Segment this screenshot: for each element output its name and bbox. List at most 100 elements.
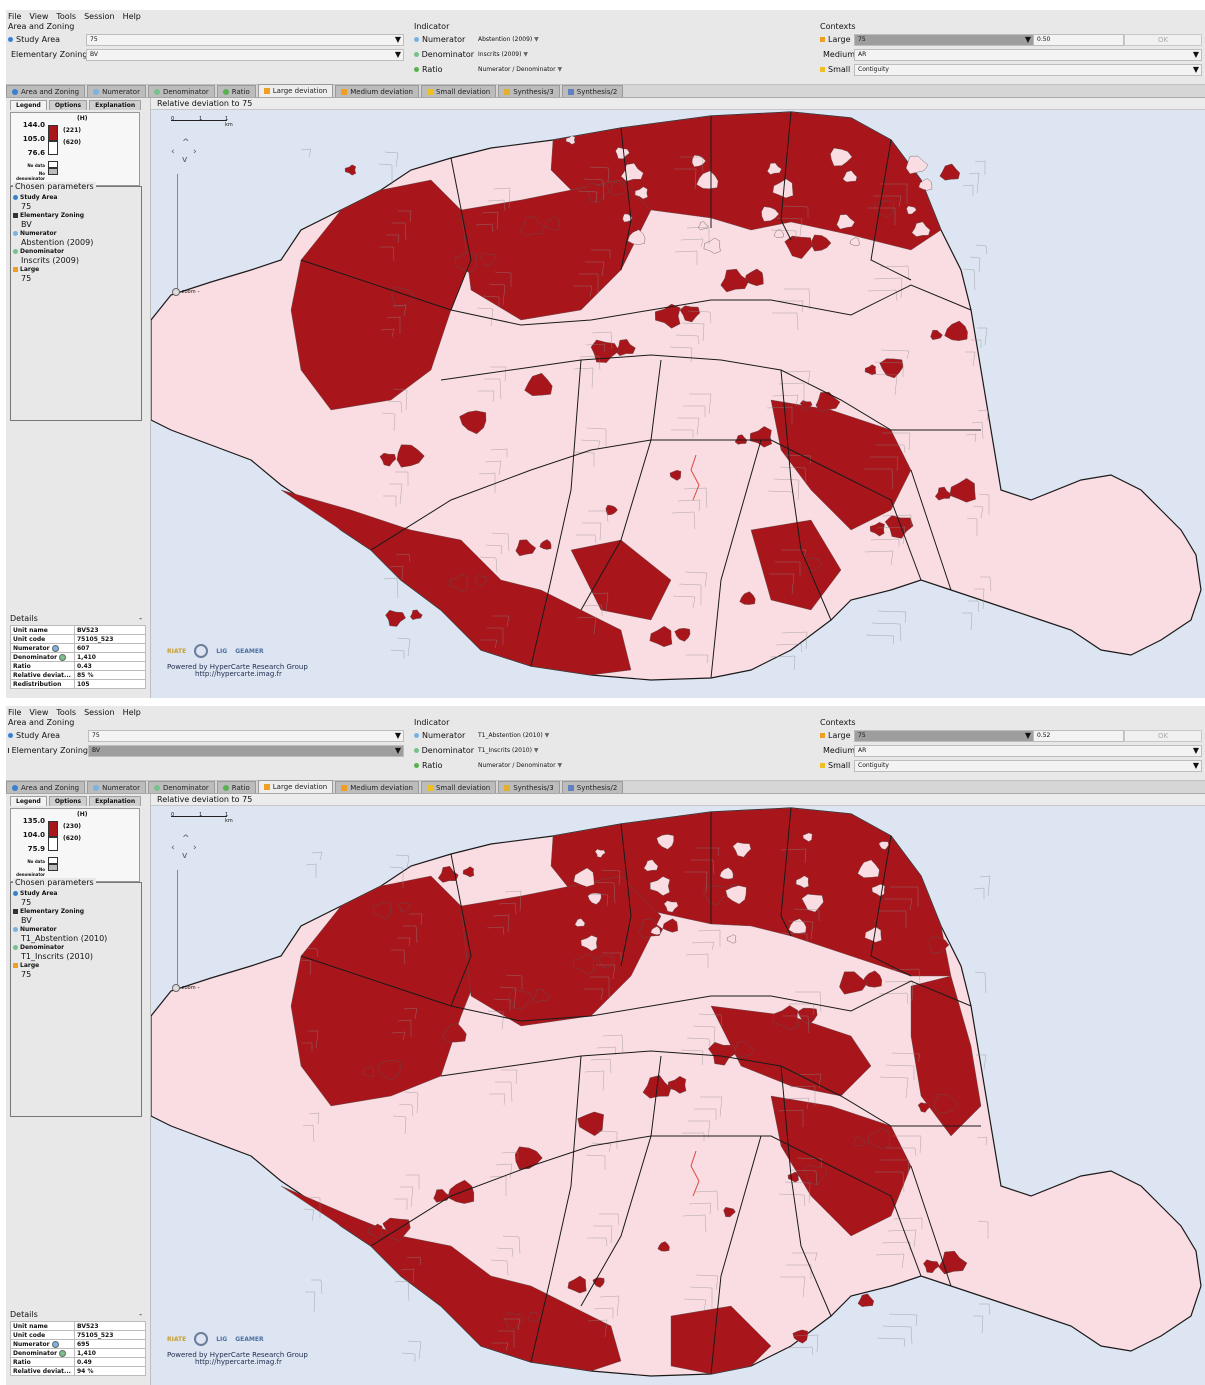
- low-deviation-region[interactable]: [634, 186, 648, 200]
- high-deviation-region[interactable]: [590, 339, 620, 363]
- high-deviation-region[interactable]: [657, 1241, 670, 1252]
- high-deviation-region[interactable]: [917, 1102, 931, 1113]
- low-deviation-region[interactable]: [849, 237, 860, 247]
- subtab-options[interactable]: Options: [48, 100, 88, 110]
- high-deviation-region[interactable]: [474, 575, 487, 586]
- ok-button[interactable]: OK: [1124, 729, 1202, 742]
- elementary-zoning-select[interactable]: BV ▼: [88, 744, 404, 757]
- high-deviation-region[interactable]: [442, 1022, 467, 1043]
- high-deviation-region[interactable]: [934, 1094, 959, 1114]
- high-deviation-region[interactable]: [382, 1217, 411, 1242]
- medium-context-select[interactable]: AR ▼: [854, 48, 1202, 61]
- high-deviation-region[interactable]: [502, 1312, 524, 1330]
- high-deviation-region[interactable]: [572, 953, 595, 975]
- high-deviation-region[interactable]: [539, 539, 552, 550]
- pan-left-icon[interactable]: ‹: [171, 147, 175, 157]
- low-deviation-region[interactable]: [857, 859, 880, 878]
- ratio-select[interactable]: Numerator / Denominator ▼: [478, 66, 562, 73]
- high-deviation-region[interactable]: [784, 235, 813, 259]
- high-deviation-region[interactable]: [720, 268, 750, 293]
- pan-left-icon[interactable]: ‹: [171, 843, 175, 853]
- high-deviation-region[interactable]: [750, 519, 842, 611]
- menu-file[interactable]: File: [8, 707, 22, 717]
- low-deviation-region[interactable]: [801, 893, 824, 913]
- high-deviation-region[interactable]: [519, 216, 545, 237]
- low-deviation-region[interactable]: [878, 841, 889, 850]
- dropdown-arrow-icon[interactable]: ▼: [394, 730, 401, 740]
- low-deviation-region[interactable]: [627, 229, 646, 245]
- menu-help[interactable]: Help: [122, 11, 141, 21]
- powered-url[interactable]: http://hypercarte.imag.fr: [195, 670, 282, 678]
- low-deviation-region[interactable]: [643, 859, 659, 872]
- low-deviation-region[interactable]: [594, 848, 606, 858]
- study-area-select[interactable]: 75 ▼: [88, 729, 404, 742]
- choropleth-map[interactable]: [151, 806, 1205, 1385]
- high-deviation-region[interactable]: [949, 478, 976, 503]
- low-deviation-region[interactable]: [911, 221, 931, 237]
- low-deviation-region[interactable]: [788, 918, 807, 934]
- low-deviation-region[interactable]: [772, 178, 794, 199]
- medium-context-select[interactable]: AR ▼: [854, 744, 1202, 757]
- dropdown-arrow-icon[interactable]: ▼: [557, 66, 563, 73]
- tab-synthesis-2[interactable]: Synthesis/2: [561, 781, 624, 793]
- high-deviation-region[interactable]: [869, 522, 885, 537]
- high-deviation-region[interactable]: [874, 200, 894, 218]
- high-deviation-region[interactable]: [577, 1111, 604, 1137]
- high-deviation-region[interactable]: [723, 1206, 736, 1218]
- menu-session[interactable]: Session: [84, 707, 115, 717]
- low-deviation-region[interactable]: [905, 155, 929, 175]
- menu-tools[interactable]: Tools: [56, 11, 77, 21]
- pan-control[interactable]: ^ ‹ › v: [171, 834, 201, 864]
- high-deviation-region[interactable]: [923, 1259, 940, 1274]
- ok-button[interactable]: OK: [1124, 33, 1202, 46]
- high-deviation-region[interactable]: [667, 1075, 687, 1094]
- tab-ratio[interactable]: Ratio: [216, 781, 256, 793]
- dropdown-arrow-icon[interactable]: ▼: [1192, 760, 1199, 770]
- high-deviation-region[interactable]: [385, 609, 406, 627]
- high-deviation-region[interactable]: [674, 628, 691, 642]
- zoom-slider-track[interactable]: [177, 870, 178, 990]
- study-area-select[interactable]: 75 ▼: [86, 33, 404, 46]
- low-deviation-region[interactable]: [773, 229, 784, 238]
- high-deviation-region[interactable]: [479, 252, 497, 267]
- subtab-explanation[interactable]: Explanation: [89, 796, 142, 806]
- high-deviation-region[interactable]: [367, 1223, 383, 1239]
- high-deviation-region[interactable]: [524, 372, 553, 396]
- low-deviation-region[interactable]: [836, 214, 855, 230]
- high-deviation-region[interactable]: [815, 391, 841, 412]
- high-deviation-region[interactable]: [437, 865, 459, 883]
- low-deviation-region[interactable]: [726, 934, 737, 944]
- menu-view[interactable]: View: [29, 707, 49, 717]
- high-deviation-region[interactable]: [570, 539, 672, 621]
- powered-url[interactable]: http://hypercarte.imag.fr: [195, 1358, 282, 1366]
- menu-help[interactable]: Help: [122, 707, 141, 717]
- large-context-select[interactable]: 75 ▼: [854, 33, 1034, 46]
- tab-large-deviation[interactable]: Large deviation: [257, 84, 334, 97]
- high-deviation-region[interactable]: [702, 885, 727, 906]
- high-deviation-region[interactable]: [410, 609, 423, 620]
- menu-view[interactable]: View: [29, 11, 49, 21]
- subtab-legend[interactable]: Legend: [10, 796, 47, 806]
- ratio-select[interactable]: Numerator / Denominator ▼: [478, 762, 562, 769]
- dropdown-arrow-icon[interactable]: ▼: [1192, 745, 1199, 755]
- high-deviation-region[interactable]: [944, 320, 968, 341]
- subtab-options[interactable]: Options: [48, 796, 88, 806]
- denominator-select[interactable]: Inscrits (2009) ▼: [478, 51, 528, 58]
- small-context-select[interactable]: Contiguity ▼: [854, 759, 1202, 772]
- high-deviation-region[interactable]: [290, 875, 482, 1107]
- subtab-explanation[interactable]: Explanation: [89, 100, 142, 110]
- high-deviation-region[interactable]: [449, 573, 469, 592]
- high-deviation-region[interactable]: [799, 400, 813, 411]
- large-context-select[interactable]: 75 ▼: [854, 729, 1034, 742]
- small-context-select[interactable]: Contiguity ▼: [854, 63, 1202, 76]
- high-deviation-region[interactable]: [852, 1136, 866, 1147]
- high-deviation-region[interactable]: [662, 918, 678, 933]
- high-deviation-region[interactable]: [377, 1059, 401, 1081]
- low-deviation-region[interactable]: [650, 926, 661, 936]
- dropdown-arrow-icon[interactable]: ▼: [533, 747, 539, 754]
- dropdown-arrow-icon[interactable]: ▼: [534, 36, 539, 43]
- tab-area-zoning[interactable]: Area and Zoning: [6, 781, 86, 793]
- low-deviation-region[interactable]: [842, 170, 858, 183]
- dropdown-arrow-icon[interactable]: ▼: [394, 745, 401, 755]
- high-deviation-region[interactable]: [910, 975, 982, 1137]
